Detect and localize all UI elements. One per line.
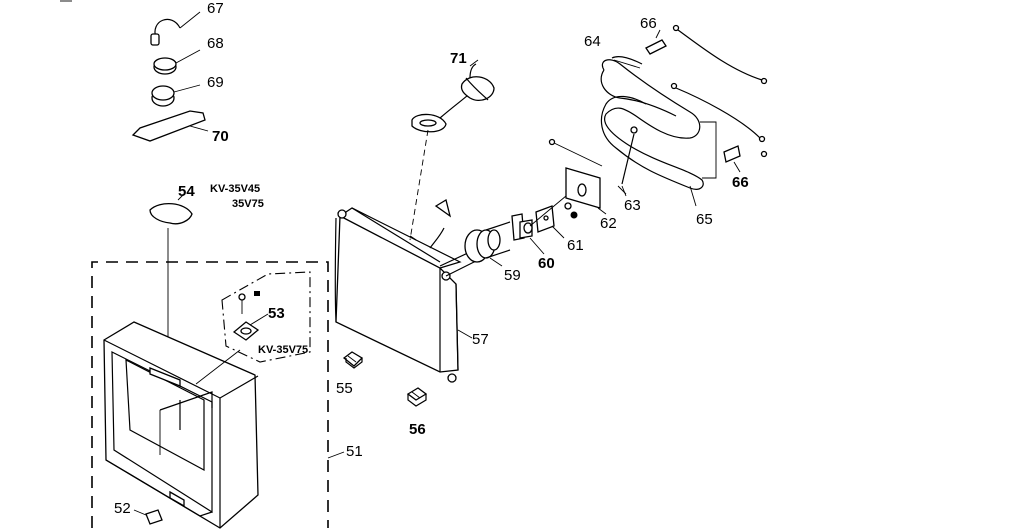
- part-56-bracket: [406, 387, 428, 407]
- part-63-ground-wire: [548, 126, 638, 197]
- model-label-top-2: 35V75: [232, 198, 264, 210]
- callout-71: 71: [450, 50, 467, 67]
- callout-66-top: 66: [640, 15, 657, 32]
- part-66-clip-top: [645, 29, 667, 55]
- part-71-anode-lead: [409, 59, 495, 241]
- part-67-headphone-clip: [150, 11, 201, 46]
- callout-57: 57: [472, 331, 489, 348]
- callout-70: 70: [212, 128, 229, 145]
- part-52-clip: [133, 509, 163, 525]
- callout-62: 62: [600, 215, 617, 232]
- callout-61: 61: [567, 237, 584, 254]
- wire-harness: [670, 24, 768, 158]
- callout-53: 53: [268, 305, 285, 322]
- part-cabinet-front: [103, 321, 259, 529]
- callout-63: 63: [624, 197, 641, 214]
- callout-60: 60: [538, 255, 555, 272]
- callout-69: 69: [207, 74, 224, 91]
- callout-68: 68: [207, 35, 224, 52]
- inset-box-part-53: [221, 271, 311, 363]
- callout-51: 51: [346, 443, 363, 460]
- callout-65: 65: [696, 211, 713, 228]
- model-label-inset: KV-35V75: [258, 344, 308, 356]
- model-label-top-1: KV-35V45: [210, 183, 260, 195]
- part-62-pad: [529, 141, 607, 227]
- part-69-knob: [151, 84, 201, 107]
- callout-59: 59: [504, 267, 521, 284]
- part-61-plate: [535, 202, 578, 239]
- cabinet-group-outline-51: [91, 261, 345, 528]
- part-59-deflection-yoke: [464, 221, 511, 267]
- part-55-bracket: [342, 351, 364, 369]
- callout-55: 55: [336, 380, 353, 397]
- callout-66-right: 66: [732, 174, 749, 191]
- callout-64: 64: [584, 33, 601, 50]
- part-66-clip-right: [723, 145, 741, 173]
- callout-67: 67: [207, 0, 224, 17]
- part-64-65-degaussing-coil: [600, 56, 717, 207]
- callout-54: 54: [178, 183, 195, 200]
- part-70-strap: [131, 110, 209, 142]
- part-68-knob-cap: [153, 49, 201, 75]
- part-60-convergence-magnet: [511, 213, 545, 255]
- callout-52: 52: [114, 500, 131, 517]
- callout-56: 56: [409, 421, 426, 438]
